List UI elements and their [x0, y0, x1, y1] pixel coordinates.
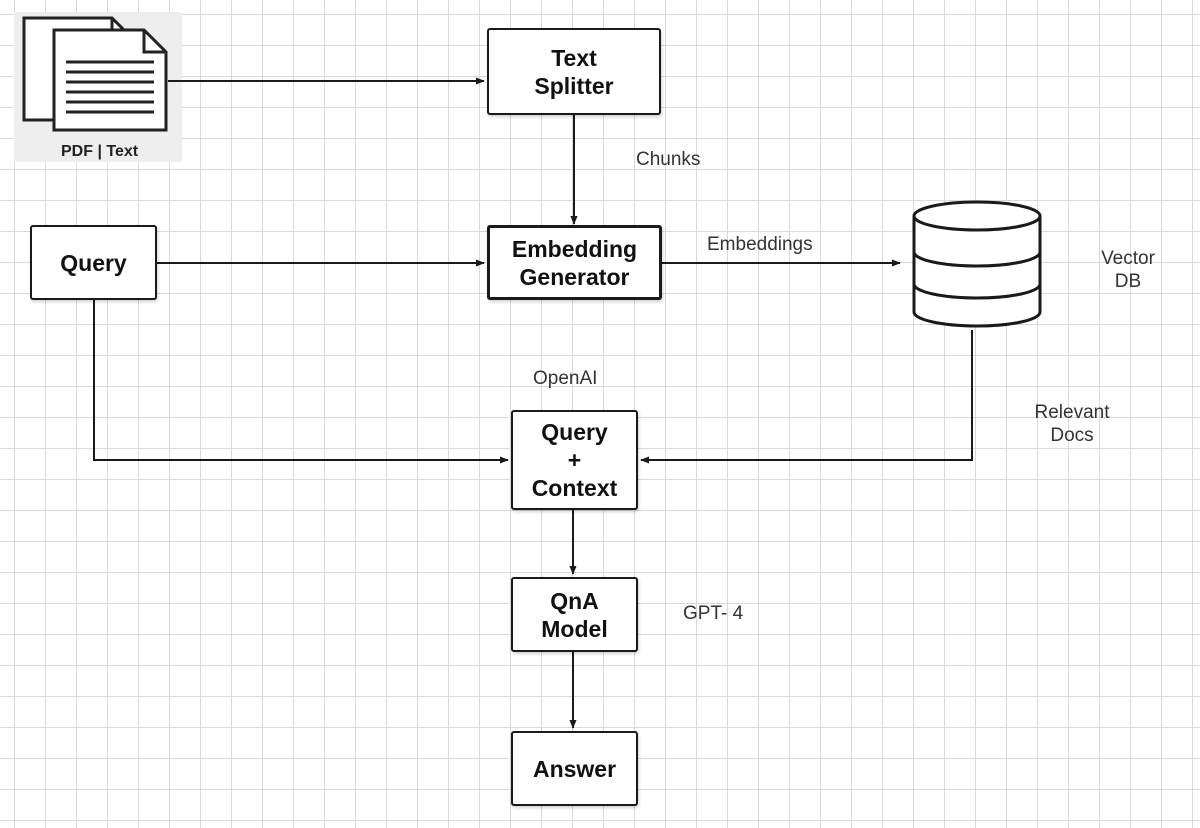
- query-node: Query: [30, 225, 157, 300]
- embeddings-label: Embeddings: [707, 234, 813, 255]
- embedding-generator-node: Embedding Generator: [487, 225, 662, 300]
- query-context-label: Query + Context: [531, 419, 618, 501]
- qna-model-node: QnA Model: [511, 577, 638, 652]
- documents-caption: PDF | Text: [61, 143, 139, 160]
- edge-query-to-context: [93, 300, 509, 464]
- openai-label: OpenAI: [533, 368, 598, 389]
- edge-vectordb-to-context: [640, 330, 973, 464]
- chunks-label: Chunks: [636, 149, 701, 170]
- relevant-docs-label: Relevant Docs: [1034, 402, 1110, 446]
- text-splitter-node: Text Splitter: [487, 28, 661, 115]
- query-context-node: Query + Context: [511, 410, 638, 510]
- gpt4-label: GPT- 4: [683, 603, 744, 624]
- documents-icon: [22, 16, 168, 132]
- embedding-generator-label: Embedding Generator: [511, 235, 638, 290]
- database-icon: [912, 200, 1042, 328]
- qna-model-label: QnA Model: [541, 587, 608, 642]
- answer-node: Answer: [511, 731, 638, 806]
- query-label: Query: [60, 249, 127, 276]
- text-splitter-label: Text Splitter: [534, 44, 614, 99]
- answer-label: Answer: [532, 755, 617, 782]
- vector-db-label: Vector DB: [1101, 248, 1155, 292]
